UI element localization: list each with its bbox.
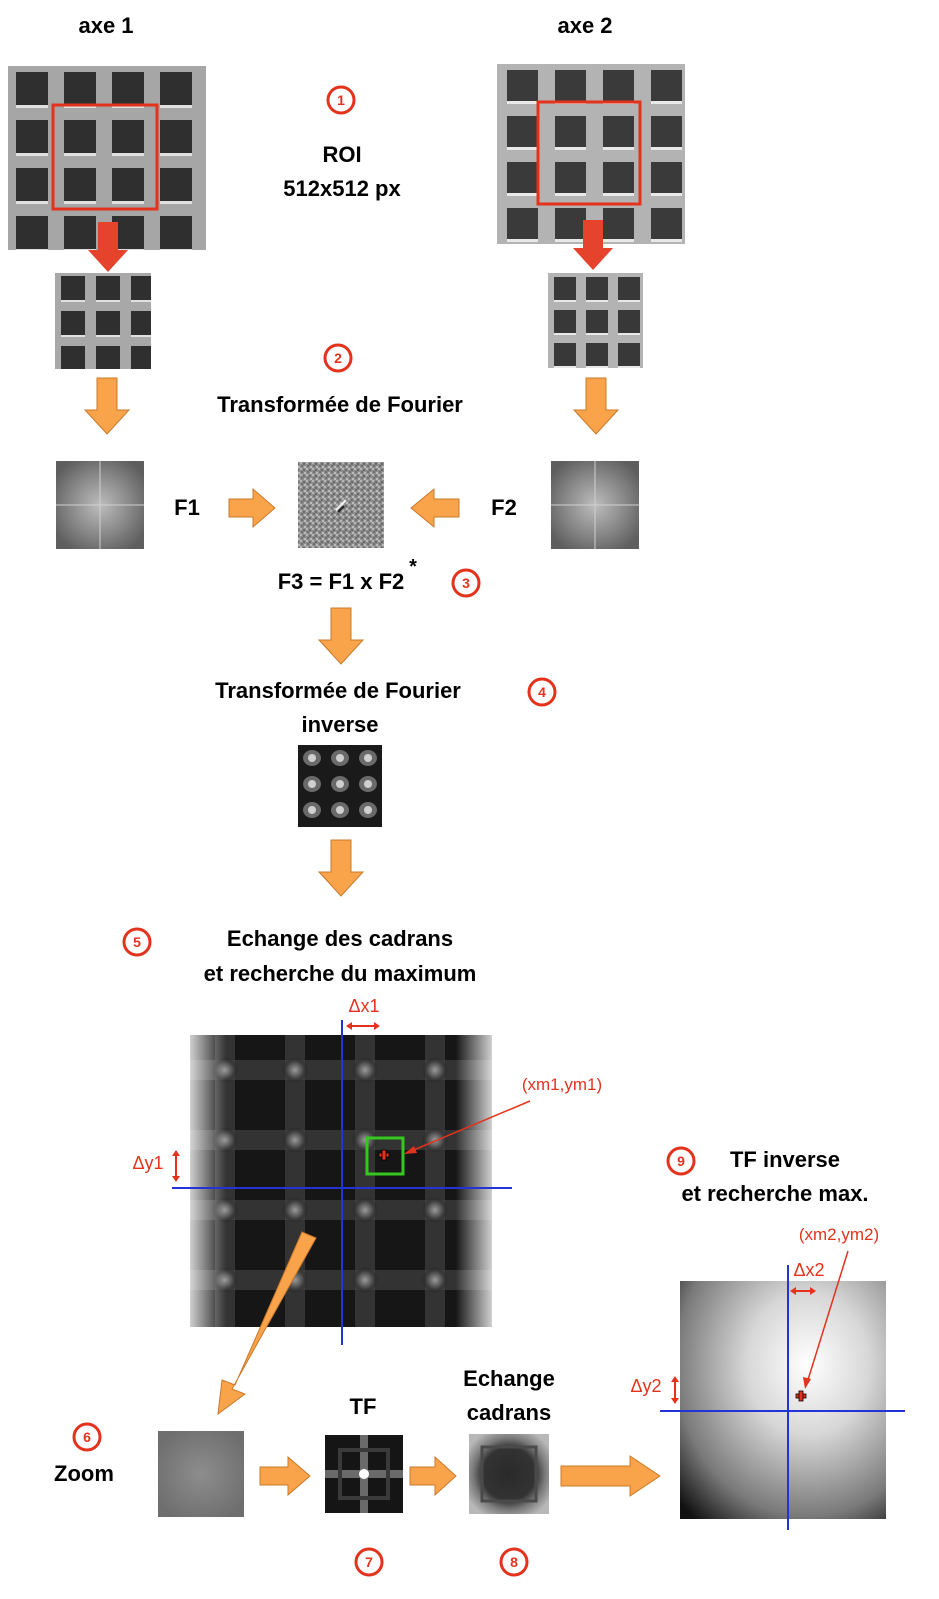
dy1-double-arrow <box>172 1150 180 1182</box>
dx1-double-arrow <box>346 1022 380 1030</box>
dy1-label: Δy1 <box>132 1153 163 1173</box>
step-6-label: Zoom <box>54 1461 114 1486</box>
step-1-badge: 1 <box>326 85 356 115</box>
dx2-label: Δx2 <box>793 1260 824 1280</box>
svg-text:2: 2 <box>334 350 342 366</box>
dy2-label: Δy2 <box>630 1376 661 1396</box>
axe1-roi-image <box>55 273 151 369</box>
final-result-image <box>680 1281 886 1519</box>
step-9-label-line2: et recherche max. <box>681 1181 868 1206</box>
step-6-badge: 6 <box>72 1422 102 1452</box>
max2-label: (xm2,ym2) <box>799 1225 879 1244</box>
max1-label: (xm1,ym1) <box>522 1075 602 1094</box>
max-search-box <box>365 1136 405 1176</box>
step-4-badge: 4 <box>527 677 557 707</box>
step-1-size-label: 512x512 px <box>283 176 401 201</box>
zoom-image <box>158 1431 244 1517</box>
f1-label: F1 <box>174 495 200 520</box>
axe1-header: axe 1 <box>78 13 133 38</box>
f1-spectrum-image <box>56 461 144 549</box>
svg-text:3: 3 <box>462 575 470 591</box>
step-5-label-line1: Echange des cadrans <box>227 926 453 951</box>
step-4-label-line2: inverse <box>301 712 378 737</box>
axe2-fft-arrow <box>572 377 620 435</box>
axe2-header: axe 2 <box>557 13 612 38</box>
f2-spectrum-image <box>551 461 639 549</box>
max2-marker <box>795 1390 807 1402</box>
f1-to-f3-arrow <box>228 487 276 529</box>
max1-pointer-arrow <box>404 1100 531 1154</box>
step-3-formula: F3 = F1 x F2 <box>278 569 405 594</box>
svg-text:8: 8 <box>510 1554 518 1570</box>
tf-to-swap-arrow <box>409 1455 457 1497</box>
step-8-label-line1: Echange <box>463 1366 555 1391</box>
step-7-badge: 7 <box>354 1547 384 1577</box>
dx2-double-arrow <box>790 1287 816 1295</box>
f3-product-image <box>298 462 384 548</box>
svg-text:4: 4 <box>538 684 546 700</box>
step-2-badge: 2 <box>323 343 353 373</box>
swap-quadrants-image <box>469 1434 549 1514</box>
correlation-to-zoom-arrow <box>217 1231 317 1416</box>
step-5-badge: 5 <box>122 927 152 957</box>
inverse-fft-image <box>298 745 382 827</box>
f2-label: F2 <box>491 495 517 520</box>
ifft-to-swap-arrow <box>317 839 365 897</box>
svg-text:9: 9 <box>677 1153 685 1169</box>
dx1-label: Δx1 <box>348 996 379 1016</box>
axe2-roi-box <box>536 100 642 206</box>
step-2-label: Transformée de Fourier <box>217 392 463 417</box>
svg-text:1: 1 <box>337 92 345 108</box>
max1-marker <box>378 1149 390 1161</box>
svg-text:5: 5 <box>133 934 141 950</box>
step-1-roi-label: ROI <box>322 142 361 167</box>
f3-to-ifft-arrow <box>317 607 365 665</box>
swap-to-result-arrow <box>560 1455 661 1497</box>
step-5-label-line2: et recherche du maximum <box>204 961 477 986</box>
axe2-roi-image <box>548 273 643 368</box>
f2-to-f3-arrow <box>410 487 460 529</box>
conjugate-star: * <box>409 556 417 578</box>
step-8-badge: 8 <box>499 1547 529 1577</box>
step-4-label-line1: Transformée de Fourier <box>215 678 461 703</box>
axe1-source-image <box>8 66 206 250</box>
svg-text:6: 6 <box>83 1429 91 1445</box>
tf-image <box>325 1435 403 1513</box>
step-9-badge: 9 <box>666 1146 696 1176</box>
step-9-label-line1: TF inverse <box>730 1147 840 1172</box>
axe1-roi-arrow <box>88 222 128 272</box>
dy2-double-arrow <box>671 1376 679 1404</box>
axe2-roi-arrow <box>573 220 613 270</box>
zoom-to-tf-arrow <box>259 1455 311 1497</box>
axe1-fft-arrow <box>83 377 131 435</box>
step-7-label: TF <box>350 1394 377 1419</box>
svg-text:7: 7 <box>365 1554 373 1570</box>
axe2-source-image <box>497 64 685 244</box>
step-3-badge: 3 <box>451 568 481 598</box>
max2-pointer-arrow <box>803 1250 849 1389</box>
step-8-label-line2: cadrans <box>467 1400 551 1425</box>
axe1-roi-box <box>51 103 159 211</box>
